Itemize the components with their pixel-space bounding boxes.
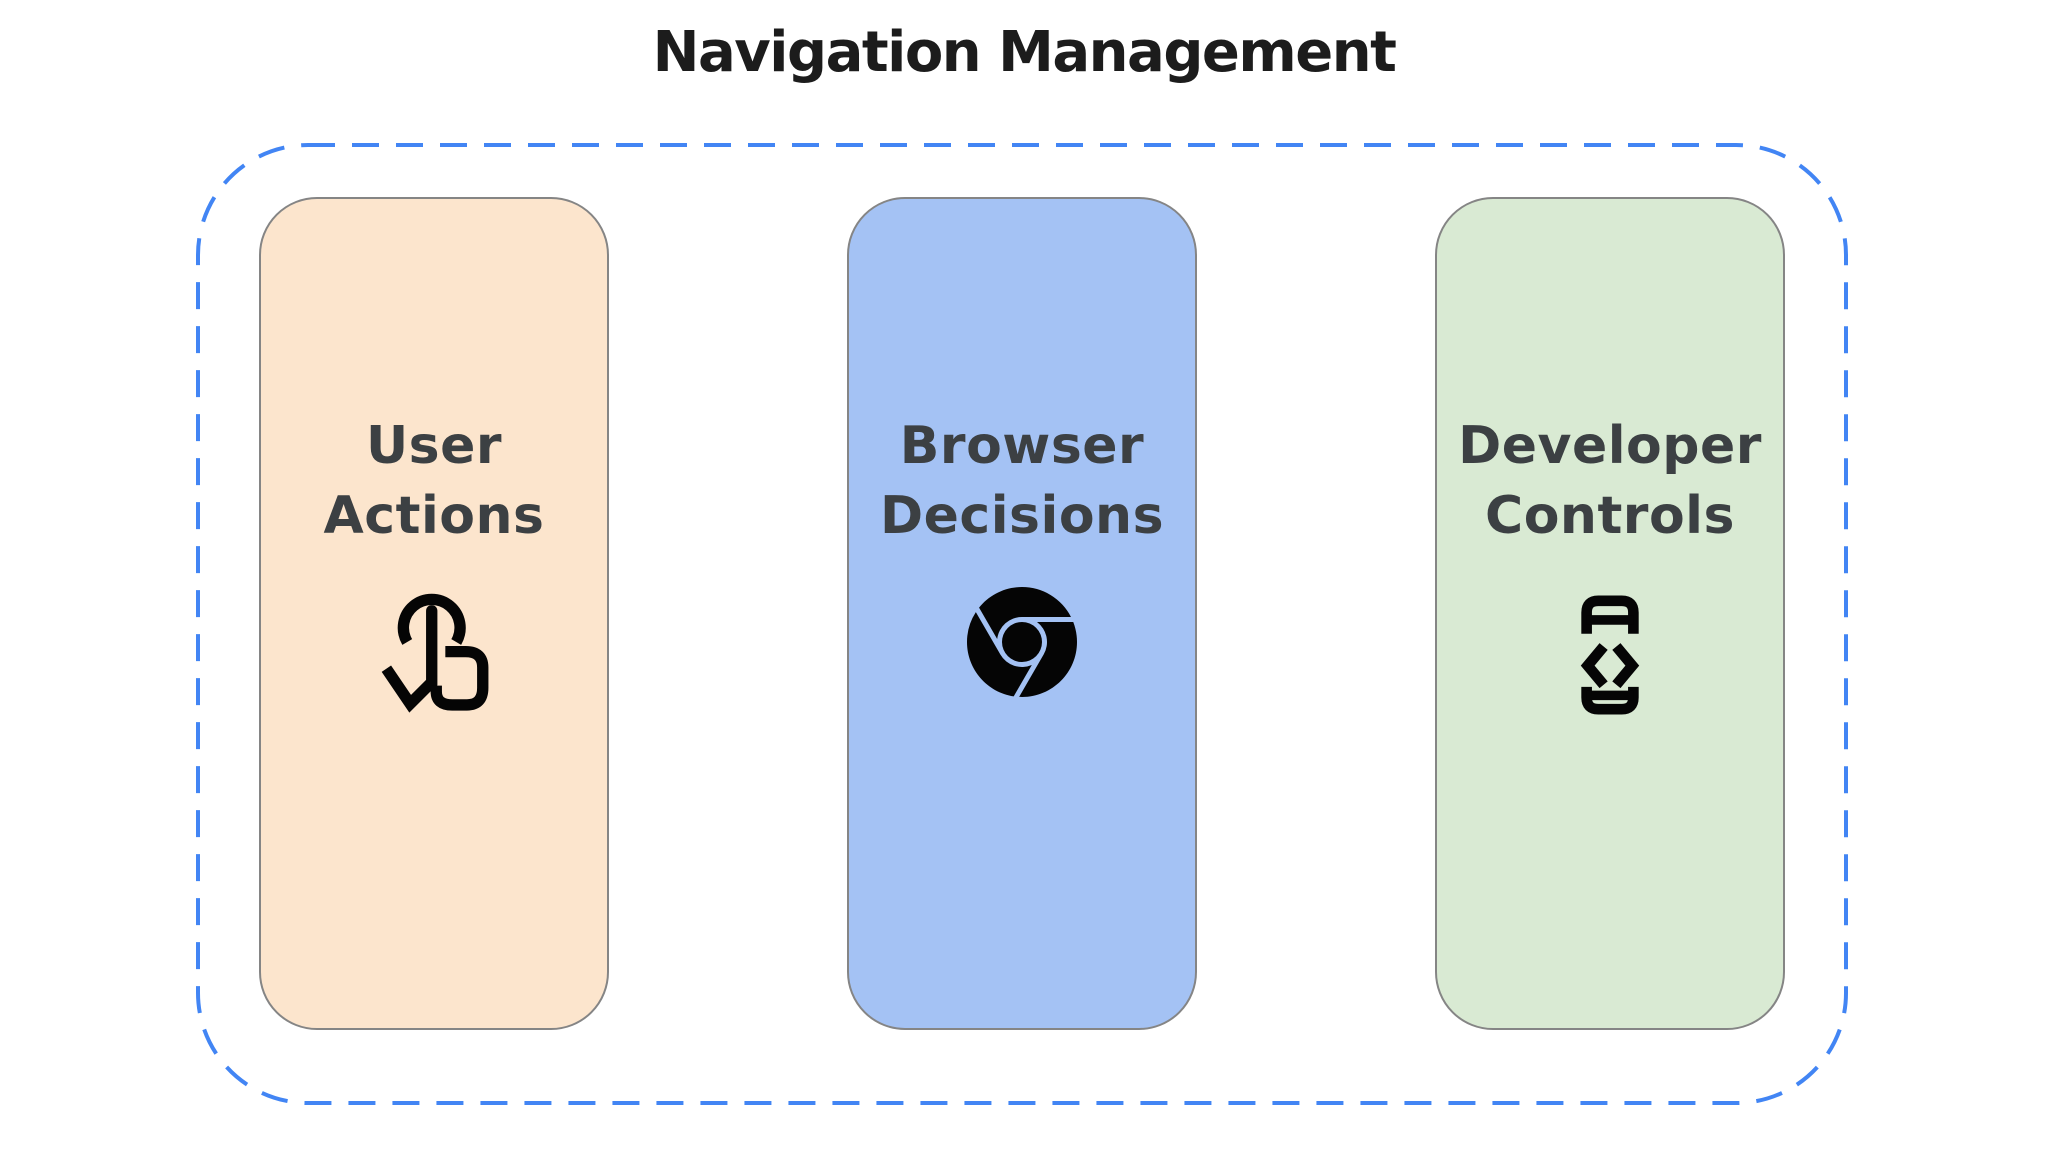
card-label-line: Decisions — [879, 486, 1165, 546]
card-row: User Actions Browser Decisions — [196, 143, 1848, 1105]
card-developer-controls: Developer Controls — [1435, 197, 1785, 1030]
card-label-line: Controls — [1485, 486, 1735, 546]
flow-boundary: User Actions Browser Decisions — [196, 143, 1848, 1105]
card-label: Developer Controls — [1458, 411, 1762, 551]
page-title: Navigation Management — [652, 20, 1397, 85]
card-label: User Actions — [324, 411, 545, 551]
card-label-line: Actions — [323, 486, 545, 546]
card-label: Browser Decisions — [880, 411, 1164, 551]
touch-icon — [375, 587, 493, 714]
card-browser-decisions: Browser Decisions — [847, 197, 1197, 1030]
card-user-actions: User Actions — [259, 197, 609, 1030]
card-label-line: User — [365, 416, 503, 476]
chrome-icon — [967, 587, 1077, 697]
card-label-line: Browser — [899, 416, 1145, 476]
dashed-border — [196, 143, 1848, 1105]
developer-mode-icon — [1559, 587, 1661, 723]
card-label-line: Developer — [1458, 416, 1762, 476]
